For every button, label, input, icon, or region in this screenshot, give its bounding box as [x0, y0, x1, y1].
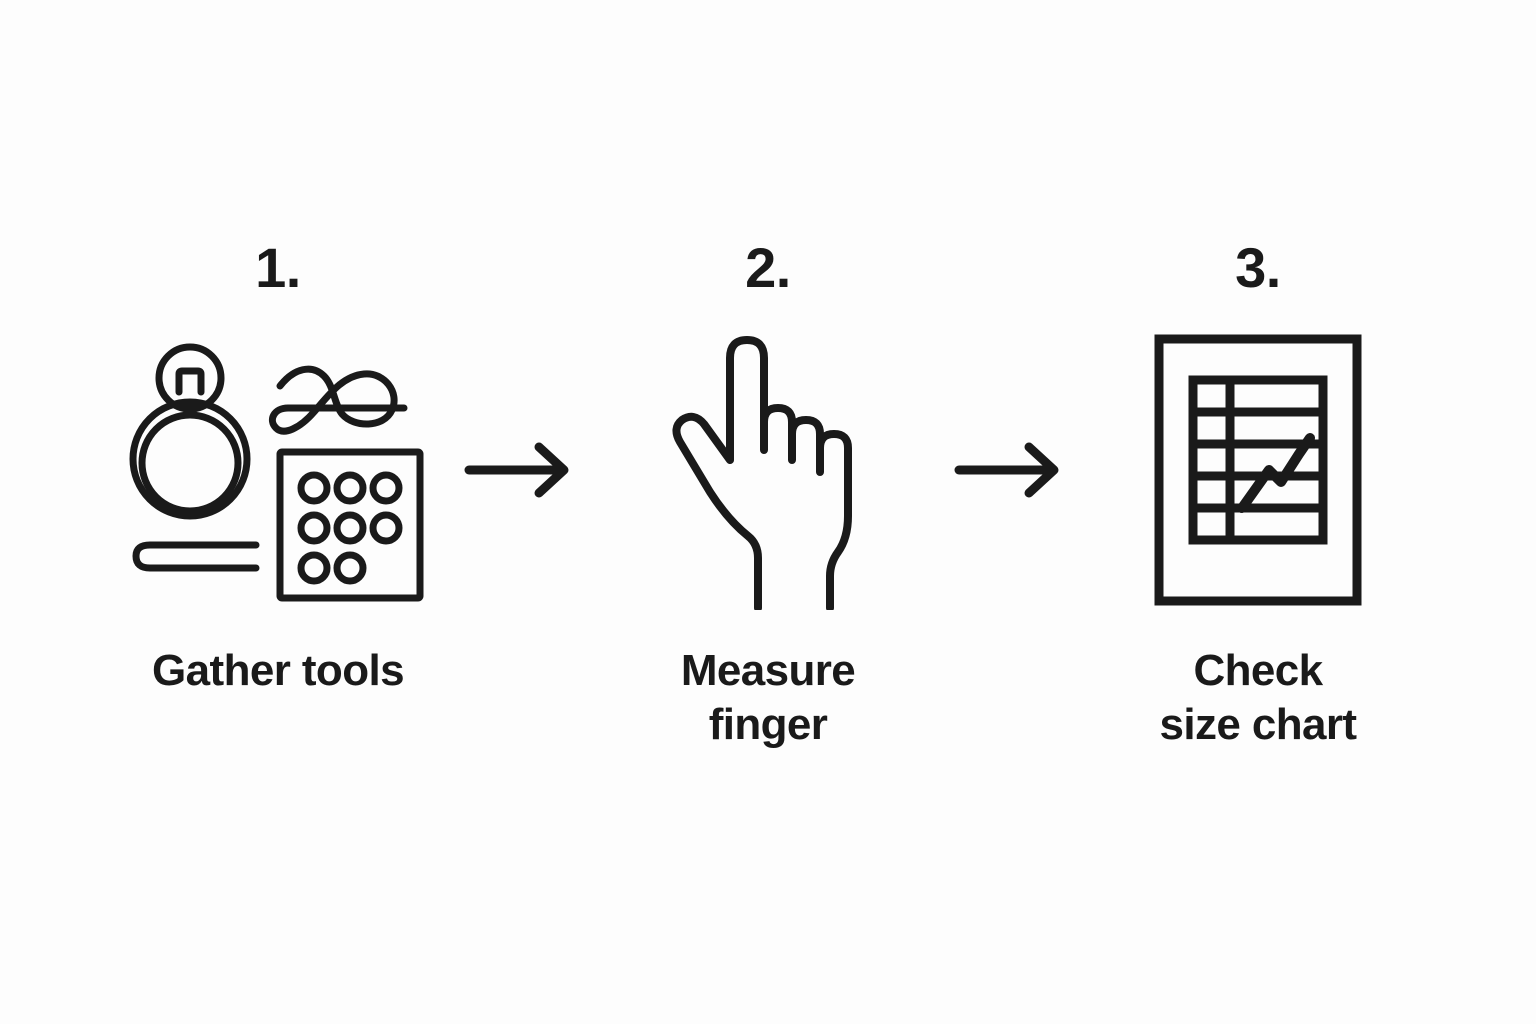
- step-1-label: Gather tools: [152, 646, 405, 695]
- step-3: 3.: [1088, 240, 1428, 751]
- step-2-label: Measure finger: [680, 646, 856, 749]
- steps-flow: 1.: [0, 240, 1536, 751]
- pointing-hand-icon: [672, 336, 852, 610]
- arrow-cell-2: [938, 330, 1088, 610]
- step-2-number: 2.: [745, 236, 791, 299]
- pointing-hand-illustration: [672, 336, 852, 610]
- ring-icon: [129, 343, 251, 520]
- step-2-artwork: [658, 330, 878, 610]
- size-chart-illustration: [1154, 334, 1362, 606]
- size-chart-document-icon: [1154, 334, 1362, 606]
- step-1-number: 1.: [255, 236, 301, 299]
- string-icon: [269, 365, 408, 435]
- step-2: 2. Measure finger: [598, 240, 938, 751]
- step-3-artwork: [1148, 330, 1368, 610]
- step-3-label: Check size chart: [1159, 646, 1358, 749]
- arrow-right-icon: [954, 442, 1059, 498]
- step-3-number: 3.: [1235, 236, 1281, 299]
- step-1-artwork: [128, 330, 428, 610]
- gather-tools-illustration: [129, 343, 424, 602]
- arrow-right-icon: [464, 442, 569, 498]
- measuring-strip-icon: [132, 541, 260, 572]
- trend-line-icon: [1237, 433, 1315, 513]
- arrow-cell-1: [448, 330, 598, 610]
- ring-sizer-card-icon: [276, 448, 424, 602]
- step-1: 1.: [108, 240, 448, 698]
